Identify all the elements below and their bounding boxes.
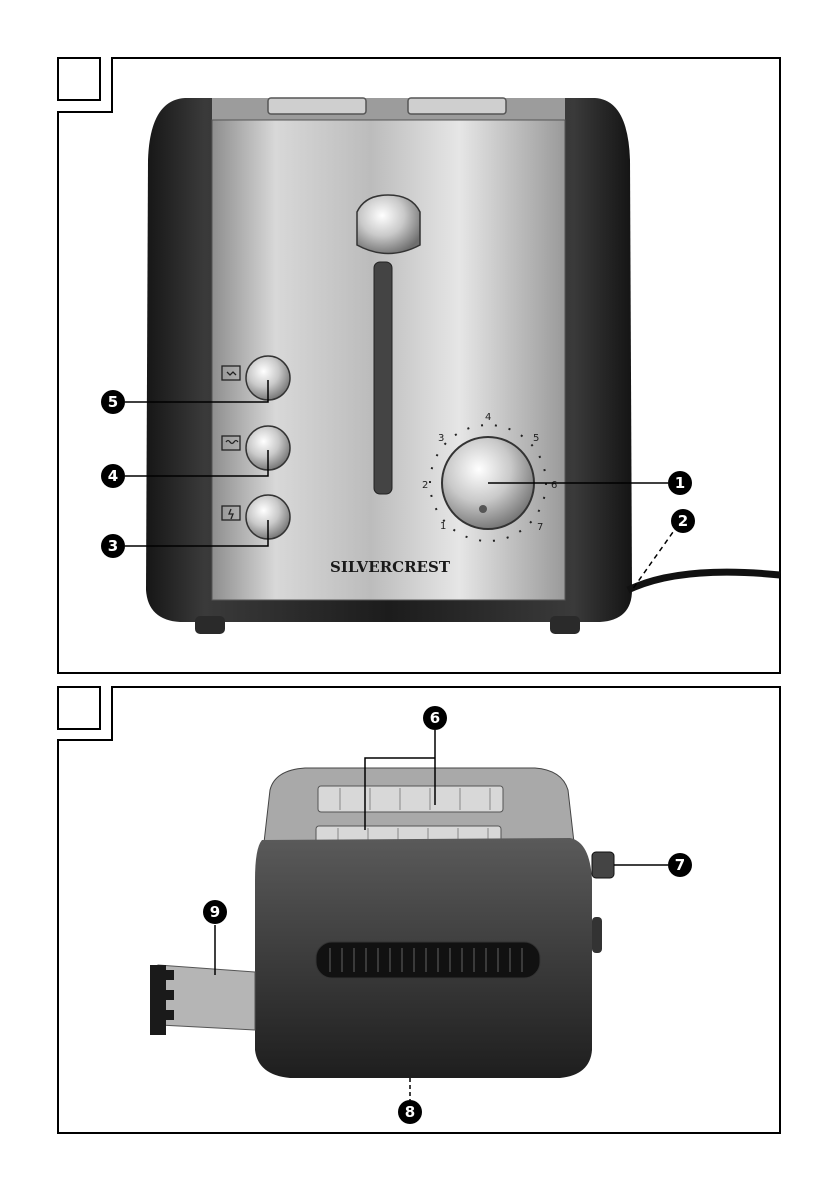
callout-8: 8 <box>398 1100 422 1124</box>
callout-9: 9 <box>203 900 227 924</box>
slot-right <box>408 98 506 114</box>
callout-1: 1 <box>668 471 692 495</box>
svg-text:5: 5 <box>108 393 118 411</box>
svg-text:7: 7 <box>675 856 685 874</box>
dial-number-2: 2 <box>422 480 428 491</box>
figure-2-tab <box>58 687 100 729</box>
side-button <box>592 917 602 953</box>
callout-4: 4 <box>101 464 125 488</box>
figure-1-tab <box>58 58 100 100</box>
dial-number-7: 7 <box>537 522 543 533</box>
side-knob <box>592 852 614 878</box>
svg-text:4: 4 <box>108 467 118 485</box>
foot-right <box>550 616 580 634</box>
svg-text:3: 3 <box>108 537 118 555</box>
callout-2: 2 <box>671 509 695 533</box>
svg-text:1: 1 <box>675 474 685 492</box>
callout-5: 5 <box>101 390 125 414</box>
crumb-tray-handle <box>150 965 166 1035</box>
ventilation-grille <box>316 942 540 978</box>
dial-number-4: 4 <box>485 412 491 423</box>
callout-6: 6 <box>423 706 447 730</box>
svg-text:8: 8 <box>405 1103 415 1121</box>
svg-text:9: 9 <box>210 903 220 921</box>
callout-3: 3 <box>101 534 125 558</box>
lever-slot <box>374 262 392 494</box>
dial-number-5: 5 <box>533 433 539 444</box>
lever-handle <box>357 195 420 254</box>
callout-7: 7 <box>668 853 692 877</box>
foot-left <box>195 616 225 634</box>
brand-logo: SILVERCREST <box>330 558 451 576</box>
dial-number-3: 3 <box>438 433 444 444</box>
dial-number-6: 6 <box>551 480 557 491</box>
dial-number-1: 1 <box>440 521 446 532</box>
svg-text:6: 6 <box>430 709 440 727</box>
svg-text:2: 2 <box>678 512 688 530</box>
slot-rear <box>318 786 503 812</box>
slot-left <box>268 98 366 114</box>
